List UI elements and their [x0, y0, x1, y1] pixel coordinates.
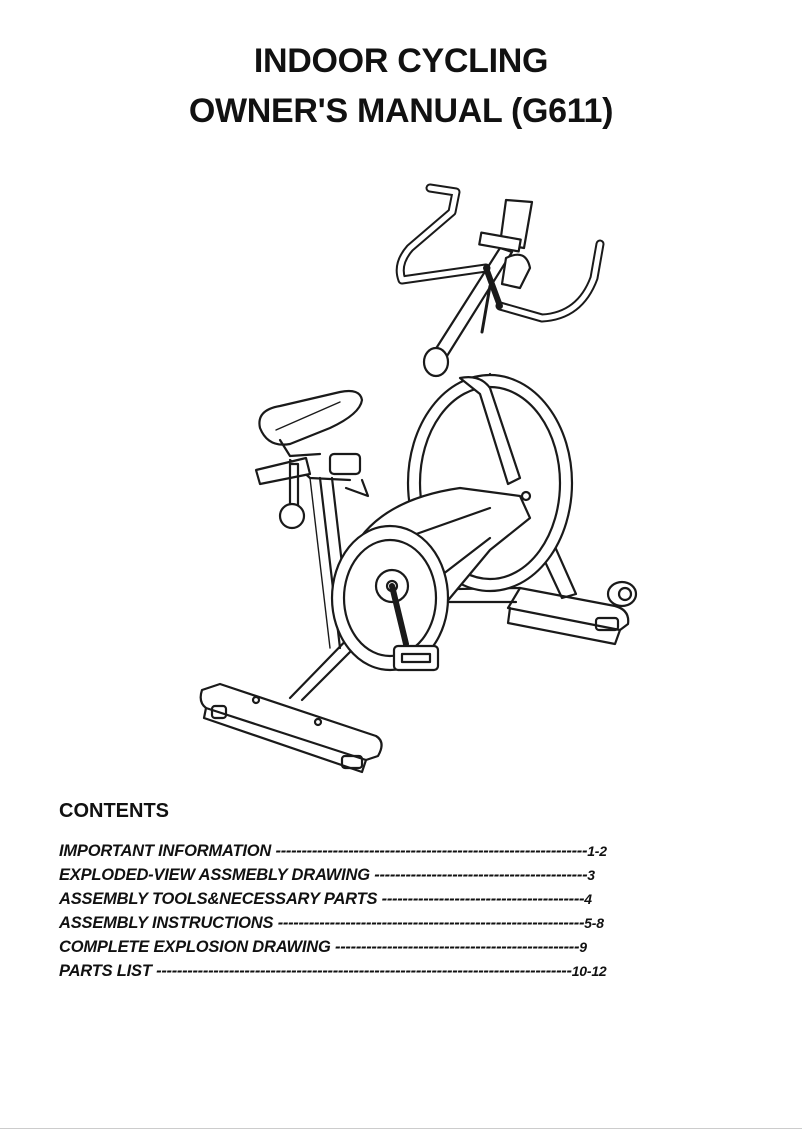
toc-entry-complete-explosion[interactable]: COMPLETE EXPLOSION DRAWING -------------… — [59, 937, 587, 957]
toc-entry-page: 3 — [587, 867, 595, 883]
toc-entry-exploded-view[interactable]: EXPLODED-VIEW ASSMEBLY DRAWING ---------… — [59, 865, 595, 885]
toc-entry-important-information[interactable]: IMPORTANT INFORMATION ------------------… — [59, 841, 607, 861]
toc-entry-dots: ----------------------------------------… — [277, 914, 585, 932]
toc-entry-page: 5-8 — [584, 915, 604, 931]
toc-entry-title: ASSEMBLY INSTRUCTIONS — [59, 914, 278, 932]
toc-entry-assembly-tools[interactable]: ASSEMBLY TOOLS&NECESSARY PARTS ---------… — [59, 889, 592, 909]
chain-guard — [330, 486, 532, 672]
toc-entry-dots: ----------------------------------------… — [374, 866, 588, 884]
front-stabilizer — [506, 580, 638, 646]
toc-entry-page: 9 — [579, 939, 587, 955]
manual-title-line2: OWNER'S MANUAL (G611) — [188, 92, 614, 130]
tablet-holder — [478, 198, 534, 290]
toc-entry-page: 4 — [584, 891, 592, 907]
seat — [254, 389, 364, 649]
toc-entry-title: COMPLETE EXPLOSION DRAWING — [59, 938, 336, 956]
toc-entry-dots: ----------------------------------------… — [335, 938, 580, 956]
page-bottom-rule — [0, 1128, 802, 1129]
toc-entry-dots: ----------------------------------------… — [275, 842, 588, 860]
contents-heading: CONTENTS — [59, 800, 169, 822]
pedal-crank — [328, 452, 440, 672]
toc-entry-title: ASSEMBLY TOOLS&NECESSARY PARTS — [59, 890, 382, 908]
indoor-cycling-bike-illustration — [199, 183, 638, 774]
toc-entry-title: PARTS LIST — [59, 962, 157, 980]
toc-entry-dots: ----------------------------------------… — [156, 962, 572, 980]
toc-entry-page: 10-12 — [571, 963, 607, 979]
rear-stabilizer — [199, 682, 383, 774]
toc-entry-title: IMPORTANT INFORMATION — [59, 842, 276, 860]
manual-title-line1: INDOOR CYCLING — [253, 42, 549, 80]
toc-entry-parts-list[interactable]: PARTS LIST -----------------------------… — [59, 961, 607, 981]
toc-entry-title: EXPLODED-VIEW ASSMEBLY DRAWING — [59, 866, 375, 884]
handlebars — [395, 183, 605, 323]
toc-entry-page: 1-2 — [587, 843, 607, 859]
toc-entry-dots: --------------------------------------- — [381, 890, 585, 908]
toc-entry-assembly-instructions[interactable]: ASSEMBLY INSTRUCTIONS ------------------… — [59, 913, 604, 933]
